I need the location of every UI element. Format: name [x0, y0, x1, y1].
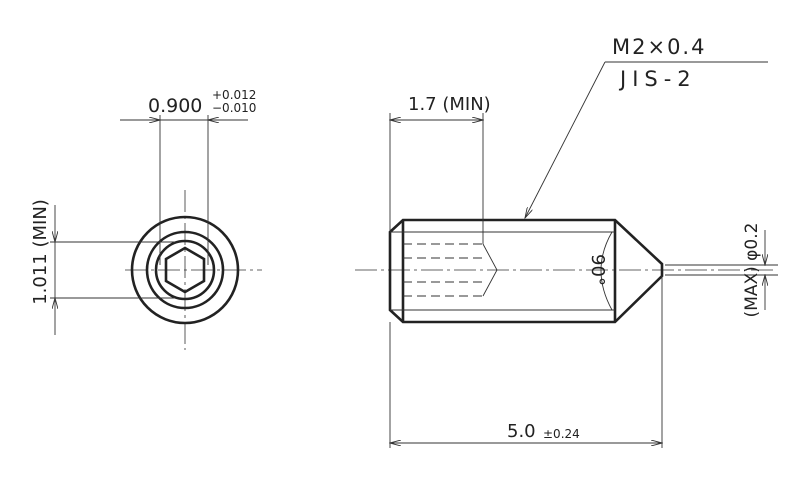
length-tol: ±0.24: [543, 427, 580, 441]
socket-depth-dim: 1.7 (MIN): [408, 94, 491, 115]
socket-circle: [154, 239, 216, 301]
hex-depth-dim: 1.011 (MIN): [30, 199, 51, 305]
length-dim: 5.0: [507, 421, 536, 442]
chamfer-circle: [145, 230, 225, 310]
outer-circle: [130, 215, 240, 325]
standard-callout: JIS-2: [618, 67, 697, 91]
hex-socket-icon: [164, 246, 206, 294]
hex-width-dim: 0.900: [148, 95, 202, 117]
end-view: 0.900 +0.012 −0.010 1.011 (MIN): [30, 88, 262, 350]
angle-arc: [600, 231, 613, 311]
hex-tol-upper: +0.012: [212, 88, 256, 102]
tip-dim: (MAX) φ0.2: [742, 223, 762, 318]
side-view: 90° 1.7 (MIN) 5.0 ±0.24 (MAX) φ0.2 M2×0.…: [355, 35, 778, 448]
screw-outline: [388, 218, 664, 324]
drill-point: [482, 243, 498, 297]
thread-callout: M2×0.4: [612, 35, 706, 59]
hex-tol-lower: −0.010: [212, 101, 256, 115]
cone-angle: 90°: [587, 254, 608, 286]
leader-line: [525, 61, 606, 218]
